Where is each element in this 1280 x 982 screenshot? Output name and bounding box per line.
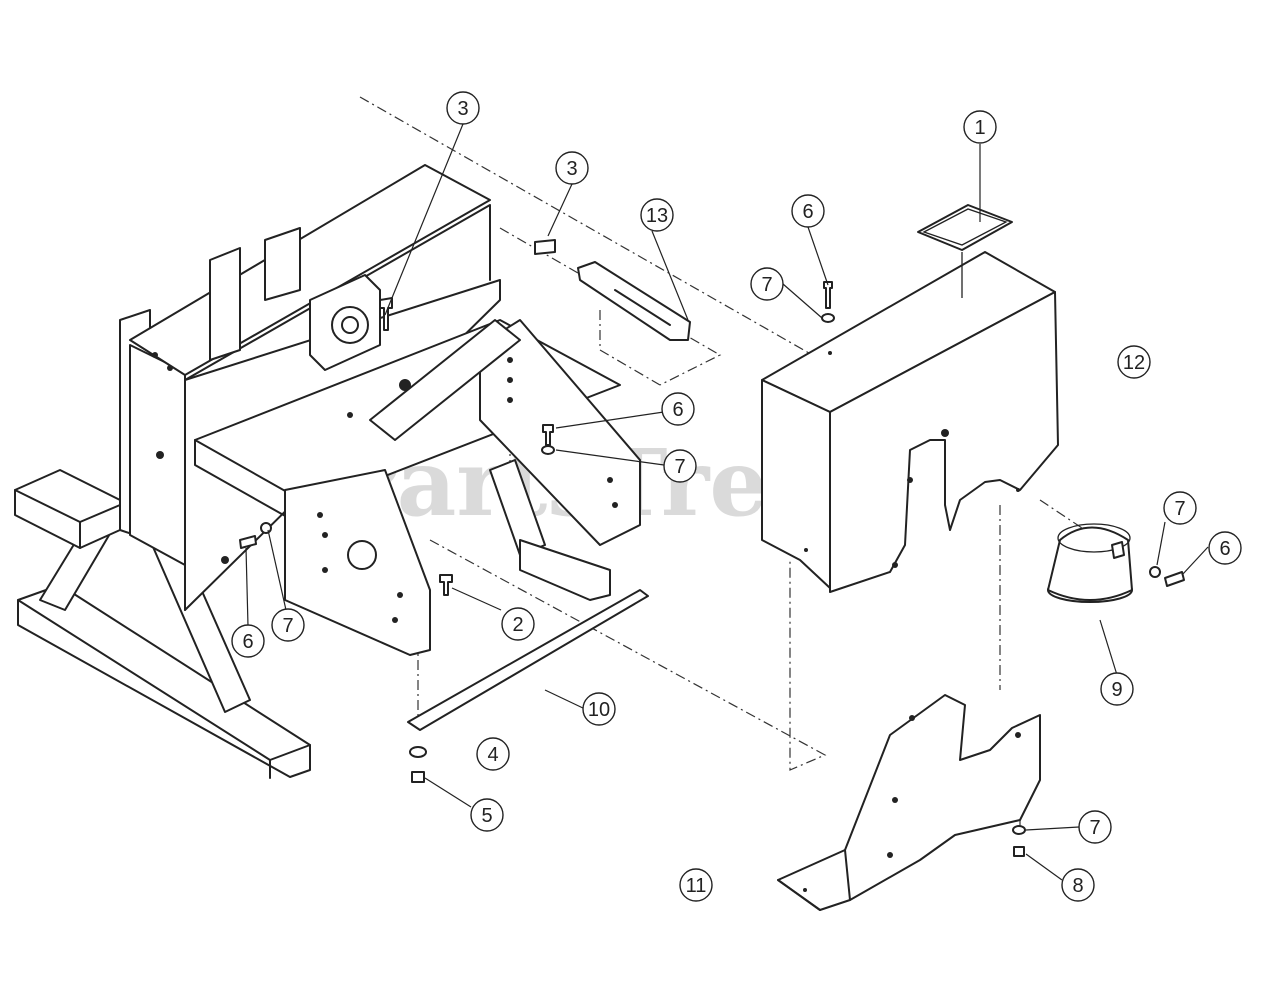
callout-circle	[663, 449, 697, 483]
callout-label: 2	[512, 614, 523, 636]
callout-c6c: 6	[231, 624, 265, 658]
callout-c2: 2	[501, 607, 535, 641]
callout-label: 6	[242, 631, 253, 653]
callout-c13: 13	[640, 198, 674, 232]
bolt-part-6-right	[1164, 571, 1185, 587]
callout-label: 4	[487, 744, 498, 766]
callout-c11: 11	[679, 868, 713, 902]
callout-c3a: 3	[446, 91, 480, 125]
callout-circle	[582, 692, 616, 726]
washer-part-4	[409, 746, 427, 758]
callout-label: 6	[802, 201, 813, 223]
callout-label: 10	[588, 699, 610, 721]
washer-part-7-right	[1149, 566, 1161, 578]
callout-circle	[231, 624, 265, 658]
callout-label: 7	[761, 274, 772, 296]
bolt-part-6-top	[823, 281, 833, 309]
callout-circle	[555, 151, 589, 185]
callout-c9: 9	[1100, 672, 1134, 706]
bolt-part-3-mid	[534, 239, 556, 255]
callout-label: 7	[282, 615, 293, 637]
nut-part-5	[411, 771, 425, 783]
bolt-part-6-left	[239, 535, 257, 549]
callout-label: 7	[674, 456, 685, 478]
callout-label: 12	[1123, 352, 1145, 374]
ring-part-9	[1047, 523, 1133, 603]
callout-circle	[679, 868, 713, 902]
assembly-lines	[359, 96, 1101, 830]
callout-label: 7	[1089, 817, 1100, 839]
callout-circle	[661, 392, 695, 426]
callout-c1: 1	[963, 110, 997, 144]
callout-circle	[470, 798, 504, 832]
callout-circle	[640, 198, 674, 232]
callout-c7a: 7	[750, 267, 784, 301]
nut-part-8	[1013, 846, 1025, 857]
washer-part-7-lower	[1012, 825, 1026, 835]
callout-c7c: 7	[271, 608, 305, 642]
callout-label: 5	[481, 805, 492, 827]
leader-lines	[245, 123, 1209, 881]
callout-label: 1	[974, 117, 985, 139]
callout-c7d: 7	[1163, 491, 1197, 525]
lower-shield-part-11	[777, 694, 1041, 911]
strap-part-10	[407, 589, 649, 731]
callout-label: 3	[566, 158, 577, 180]
washer-part-7-mid	[541, 445, 555, 455]
callout-circle	[1163, 491, 1197, 525]
callout-label: 9	[1111, 679, 1122, 701]
callout-c5: 5	[470, 798, 504, 832]
callout-c4: 4	[476, 737, 510, 771]
callout-c7e: 7	[1078, 810, 1112, 844]
callout-label: 6	[672, 399, 683, 421]
callout-c12: 12	[1117, 345, 1151, 379]
callout-circle	[271, 608, 305, 642]
callout-c6a: 6	[791, 194, 825, 228]
callout-c7b: 7	[663, 449, 697, 483]
callout-circle	[446, 91, 480, 125]
bolt-part-2	[439, 574, 453, 596]
callout-circle	[501, 607, 535, 641]
washer-part-7-top	[821, 313, 835, 323]
main-frame	[14, 164, 641, 779]
callout-circle	[750, 267, 784, 301]
washer-part-7-left	[260, 522, 272, 534]
top-cover-part-12	[761, 251, 1059, 593]
callout-circle	[963, 110, 997, 144]
callout-circle	[1061, 868, 1095, 902]
callout-label: 3	[457, 98, 468, 120]
callout-c6b: 6	[661, 392, 695, 426]
callout-circle	[1100, 672, 1134, 706]
callout-c8: 8	[1061, 868, 1095, 902]
callout-c3b: 3	[555, 151, 589, 185]
callout-c10: 10	[582, 692, 616, 726]
callout-circle	[1078, 810, 1112, 844]
callout-label: 7	[1174, 498, 1185, 520]
bolt-part-6-mid	[542, 424, 554, 446]
callout-label: 8	[1072, 875, 1083, 897]
callout-circle	[476, 737, 510, 771]
callout-circle	[791, 194, 825, 228]
callout-circle	[1117, 345, 1151, 379]
callout-circle	[1208, 531, 1242, 565]
callout-label: 6	[1219, 538, 1230, 560]
callout-label: 13	[646, 205, 668, 227]
callout-c6d: 6	[1208, 531, 1242, 565]
callout-label: 11	[686, 875, 707, 897]
